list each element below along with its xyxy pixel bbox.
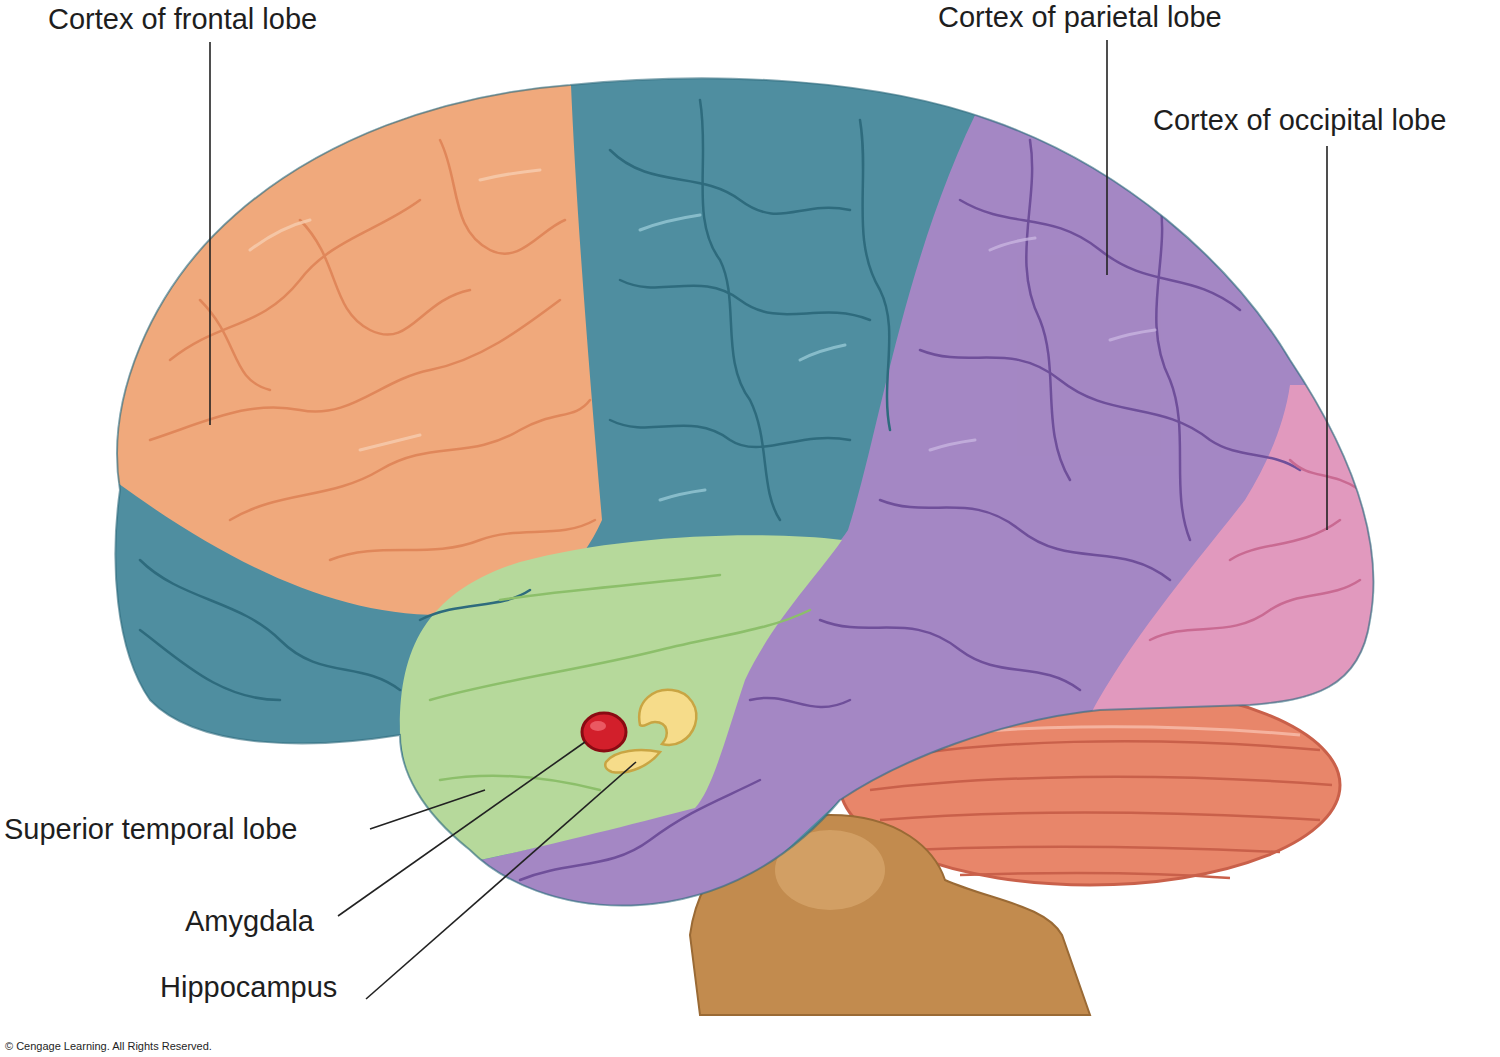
lobe-label: Cortex of occipital lobe xyxy=(1153,103,1446,137)
hippocampus xyxy=(605,690,696,773)
part-label: Hippocampus xyxy=(160,970,337,1004)
lobe-label: Cortex of parietal lobe xyxy=(938,0,1222,34)
leader-lines xyxy=(210,40,1327,999)
lobe-label: Superior temporal lobe xyxy=(4,812,297,846)
lobe-label: Cortex of frontal lobe xyxy=(48,2,317,36)
copyright-note: © Cengage Learning. All Rights Reserved. xyxy=(5,1040,212,1053)
part-label: Amygdala xyxy=(185,904,314,938)
amygdala xyxy=(582,713,626,751)
cerebrum-outline xyxy=(115,78,1373,905)
